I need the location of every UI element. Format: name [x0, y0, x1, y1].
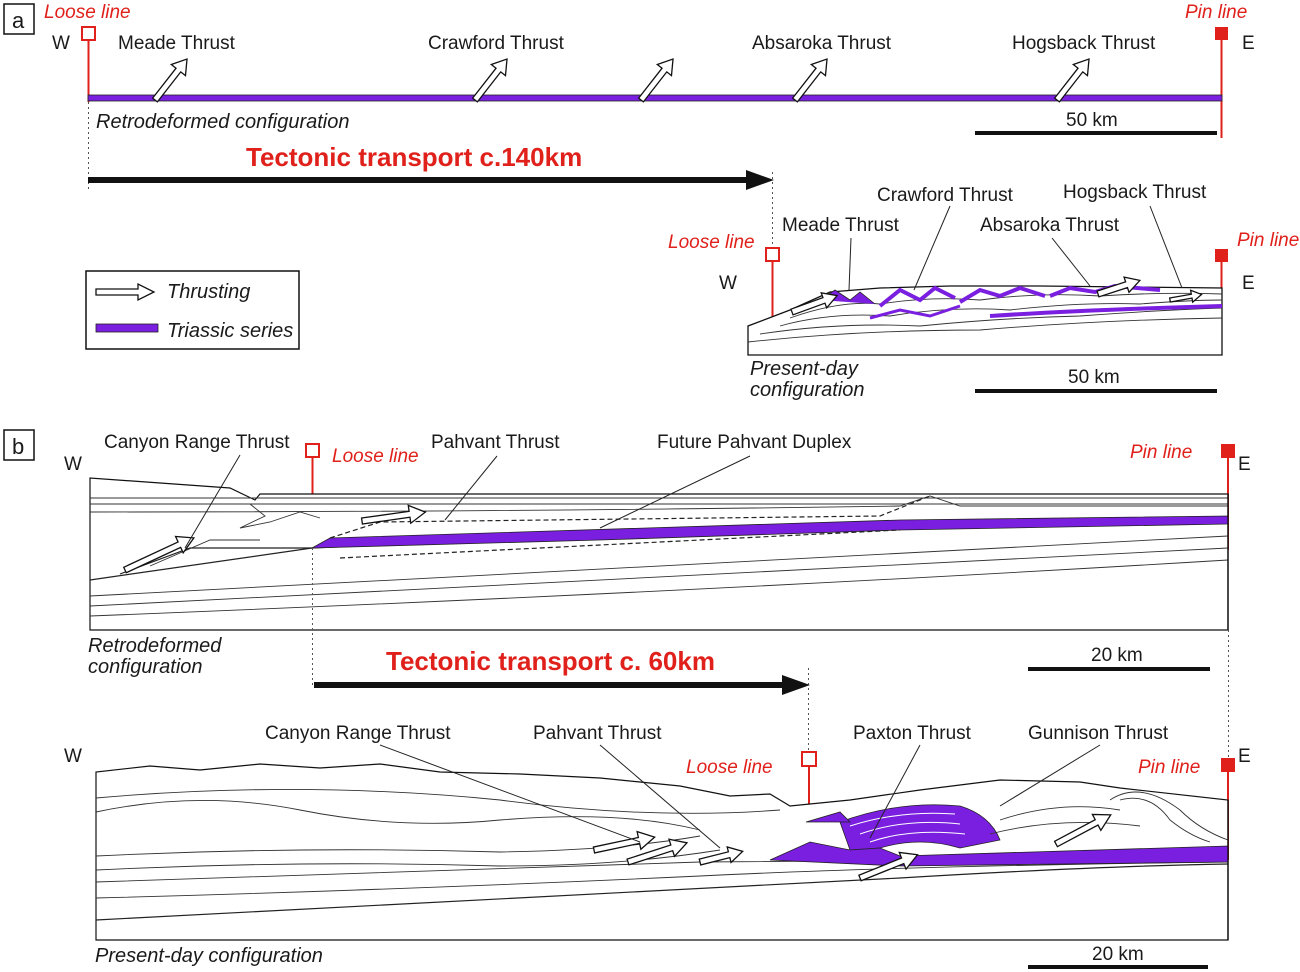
loose-line-label-b-present: Loose line [686, 757, 773, 778]
cross-section-b-present [95, 763, 1229, 941]
leader-future-duplex [599, 455, 751, 529]
loose-line-label-a-top: Loose line [44, 2, 131, 23]
thrusting-legend-icon [95, 282, 156, 302]
panel-a-tag: a [12, 8, 25, 33]
east-label-a-top: E [1242, 33, 1255, 54]
pin-line-label-b-present: Pin line [1138, 757, 1200, 778]
thrust-arrow-icon [626, 838, 689, 866]
legend-box [85, 270, 300, 350]
thrust-label-crawford-present: Crawford Thrust [877, 185, 1014, 206]
pin-line-marker-b-retro [1221, 444, 1235, 458]
loose-line-label-b-retro: Loose line [332, 446, 419, 467]
loose-line-marker-a-present [765, 247, 780, 262]
future-duplex-label: Future Pahvant Duplex [657, 432, 852, 453]
canyon-range-label-retro: Canyon Range Thrust [104, 432, 290, 453]
thrust-arrow-icon [1053, 813, 1112, 848]
loose-line-marker-b-present [801, 751, 817, 767]
scale-label-b-present: 20 km [1092, 944, 1144, 965]
pin-line-marker-a-top [1215, 27, 1228, 40]
canyon-range-label-present: Canyon Range Thrust [265, 723, 451, 744]
west-label-b-present: W [64, 746, 82, 767]
thrust-arrow-icon [592, 830, 656, 854]
loose-line-marker-a-top [81, 26, 96, 41]
pin-line-label-b-retro: Pin line [1130, 442, 1192, 463]
east-label-b-present: E [1238, 746, 1251, 767]
thrust-arrow-icon [1096, 276, 1142, 298]
legend-triassic-label: Triassic series [167, 320, 293, 342]
transport-label-a: Tectonic transport c.140km [246, 142, 582, 172]
leader-canyon-present [379, 744, 641, 843]
transport-arrow-head-b [782, 675, 810, 695]
present-caption-a-1: Present-day [750, 358, 859, 380]
thrust-label-meade-top: Meade Thrust [118, 33, 236, 54]
triassic-band-retro-a [87, 94, 1223, 102]
retro-caption-b-1: Retrodeformed [88, 635, 222, 657]
thrust-arrow-icon [122, 535, 196, 574]
thrust-arrow-icon [791, 58, 828, 103]
transport-label-b: Tectonic transport c. 60km [386, 646, 715, 676]
present-caption-a-2: configuration [750, 379, 865, 401]
legend-triassic-swatch [95, 323, 159, 333]
west-label-a-present: W [719, 273, 737, 294]
pahvant-label-retro: Pahvant Thrust [431, 432, 560, 453]
thrust-label-hogsback-present: Hogsback Thrust [1063, 182, 1207, 203]
thrust-label-hogsback-top: Hogsback Thrust [1012, 33, 1156, 54]
leader-canyon-retro [184, 454, 241, 549]
cross-section-b-retro [89, 477, 1229, 631]
pin-line-label-a-present: Pin line [1237, 230, 1299, 251]
thrust-arrow-icon [151, 58, 188, 103]
pin-line-marker-a-present [1215, 249, 1228, 262]
east-label-b-retro: E [1238, 454, 1251, 475]
panel-a: a W E Loose line Pin line Meade Thrust C… [3, 2, 1299, 401]
retro-caption-b-2: configuration [88, 656, 203, 678]
thrust-arrow-icon [698, 846, 744, 866]
thrust-arrow-icons-top [151, 58, 1090, 103]
scale-label-b-retro: 20 km [1091, 645, 1143, 666]
gunnison-label: Gunnison Thrust [1028, 723, 1169, 744]
pin-line-marker-b-present [1221, 758, 1235, 772]
present-caption-b: Present-day configuration [95, 945, 323, 967]
west-label-a-top: W [52, 33, 70, 54]
legend-thrusting-label: Thrusting [167, 281, 250, 303]
thrust-arrow-icon [637, 58, 674, 103]
west-label-b-retro: W [64, 454, 82, 475]
retro-caption-a: Retrodeformed configuration [96, 111, 349, 133]
leader-gunnison [999, 744, 1101, 807]
transport-arrow-head-a [746, 170, 774, 190]
thrust-arrow-icon [858, 851, 919, 882]
east-label-a-present: E [1242, 273, 1255, 294]
leader-pahvant-retro [444, 455, 498, 521]
paxton-label: Paxton Thrust [853, 723, 972, 744]
loose-line-marker-b-retro [305, 443, 320, 458]
thrust-label-absaroka-present: Absaroka Thrust [980, 215, 1120, 236]
cross-section-a-present [747, 276, 1223, 356]
leader-crawford [913, 205, 951, 291]
thrust-arrow-icon [471, 58, 508, 103]
leader-meade [848, 237, 852, 291]
pin-line-label-a-top: Pin line [1185, 2, 1247, 23]
pahvant-label-present: Pahvant Thrust [533, 723, 662, 744]
thrust-label-meade-present: Meade Thrust [782, 215, 900, 236]
thrust-arrow-icon [1053, 58, 1090, 103]
scale-label-a-top: 50 km [1066, 110, 1118, 131]
thrust-label-crawford-top: Crawford Thrust [428, 33, 565, 54]
panel-b-tag-box [3, 429, 35, 461]
leader-absaroka [1051, 237, 1091, 287]
thrust-arrow-icon [360, 504, 427, 525]
panel-a-tag-box [3, 3, 35, 35]
leader-pahvant-present [599, 744, 721, 849]
scale-label-a-present: 50 km [1068, 367, 1120, 388]
leader-hogsback [1149, 205, 1183, 289]
panel-b-tag: b [12, 434, 24, 459]
thrust-arrow-icon [1168, 289, 1203, 304]
loose-line-label-a-present: Loose line [668, 232, 755, 253]
thrust-arrow-icon [790, 292, 839, 316]
thrust-label-absaroka-top: Absaroka Thrust [752, 33, 892, 54]
panel-b: b W E Canyon Range Thrust Loose line Pah… [3, 429, 1251, 969]
leader-paxton [869, 744, 921, 839]
